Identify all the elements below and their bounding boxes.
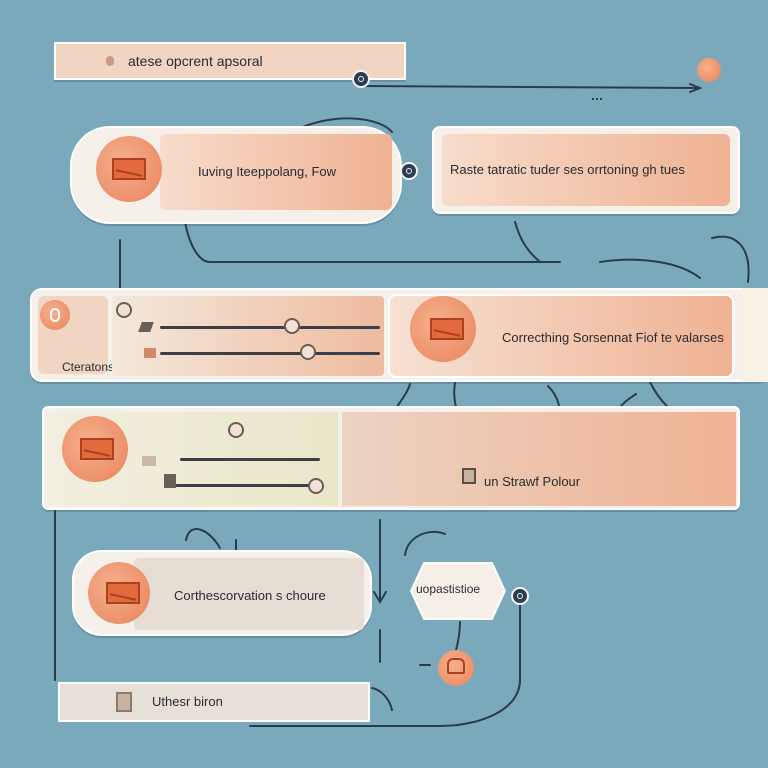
header-bullet-icon bbox=[106, 56, 114, 66]
decision-hexagon-label: uopastistioe bbox=[416, 582, 481, 596]
row4-lower-badge-icon bbox=[447, 658, 465, 674]
footer-bar[interactable]: Uthesr biron bbox=[58, 682, 370, 722]
slider-track-3[interactable] bbox=[180, 458, 320, 461]
decision-hexagon-inner bbox=[412, 564, 504, 618]
card-row1-right[interactable]: Raste tatratic tuder ses orrtoning gh tu… bbox=[432, 126, 740, 214]
slider-knob-4[interactable] bbox=[308, 478, 324, 494]
row4-node-icon[interactable] bbox=[511, 587, 529, 605]
card-row1-right-bar bbox=[442, 134, 730, 206]
card-row3-right-panel bbox=[342, 412, 736, 506]
slider-icon-3 bbox=[142, 456, 156, 466]
card-row2[interactable]: Cteratons Correcthing Sorsennat Fiof te … bbox=[30, 288, 768, 382]
card-row3-item-icon bbox=[462, 468, 476, 484]
envelope-icon bbox=[112, 158, 146, 180]
card-row3-right-label: un Strawf Polour bbox=[484, 474, 581, 489]
card-row3[interactable]: un Strawf Polour bbox=[42, 406, 740, 510]
slider-knob-1[interactable] bbox=[284, 318, 300, 334]
slider-icon-4 bbox=[164, 474, 176, 488]
header-node-icon[interactable] bbox=[352, 70, 370, 88]
slider-icon-2 bbox=[144, 348, 156, 358]
toggle-icon[interactable] bbox=[40, 300, 70, 330]
toggle-icon-inner bbox=[50, 308, 60, 322]
card-row1-left-label: Iuving Iteeppolang, Fow bbox=[198, 164, 337, 179]
card-row1-left[interactable]: Iuving Iteeppolang, Fow bbox=[70, 126, 402, 224]
slider-track-1[interactable] bbox=[160, 326, 380, 329]
card-row1-right-label: Raste tatratic tuder ses orrtoning gh tu… bbox=[450, 162, 685, 177]
slider-knob-3[interactable] bbox=[228, 422, 244, 438]
row4-lower-badge[interactable] bbox=[438, 650, 474, 686]
row1-node-icon[interactable] bbox=[400, 162, 418, 180]
card-row4-left-bar bbox=[134, 558, 364, 630]
envelope-icon-2 bbox=[430, 318, 464, 340]
card-row4-left[interactable]: Corthescorvation s choure bbox=[72, 550, 372, 636]
header-end-node-icon[interactable] bbox=[697, 58, 721, 82]
decision-hexagon[interactable]: uopastistioe bbox=[410, 562, 506, 620]
envelope-icon-3 bbox=[80, 438, 114, 460]
card-row1-left-bar bbox=[160, 134, 392, 210]
row2-small-knob-icon[interactable] bbox=[116, 302, 132, 318]
card-row2-side-caption: Cteratons bbox=[62, 360, 115, 374]
slider-knob-2[interactable] bbox=[300, 344, 316, 360]
card-row4-left-label: Corthescorvation s choure bbox=[174, 588, 326, 603]
header-arrow-mark-icon bbox=[592, 92, 602, 100]
card-row2-tail bbox=[742, 288, 768, 382]
card-row2-right-label: Correcthing Sorsennat Fiof te valarses bbox=[502, 330, 724, 345]
slider-track-4[interactable] bbox=[164, 484, 320, 487]
header-title: atese opcrent apsoral bbox=[128, 53, 263, 69]
envelope-icon-4 bbox=[106, 582, 140, 604]
header-bar[interactable]: atese opcrent apsoral bbox=[54, 42, 406, 80]
card-row2-left-panel bbox=[112, 296, 384, 376]
footer-box-icon bbox=[116, 692, 132, 712]
footer-label: Uthesr biron bbox=[152, 694, 223, 709]
slider-track-2[interactable] bbox=[160, 352, 380, 355]
